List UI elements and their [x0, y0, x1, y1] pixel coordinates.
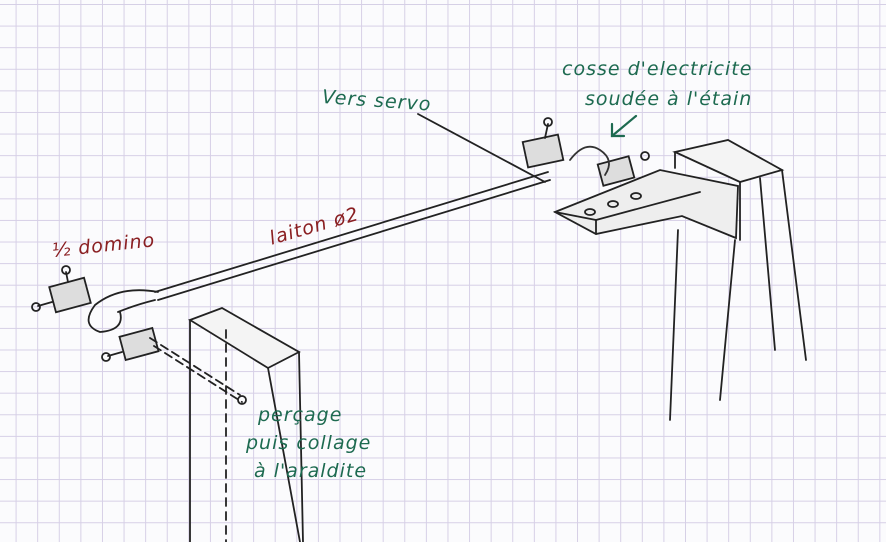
- arrow-icon: [610, 114, 638, 138]
- left-post: [187, 307, 304, 542]
- right-post: [669, 139, 807, 421]
- brass-rod: [87, 171, 551, 333]
- hole: [630, 192, 642, 200]
- label-percage-line3: à l'araldite: [254, 460, 368, 482]
- label-cosse-line1: cosse d'electricite: [562, 58, 753, 80]
- bracket-arm: [552, 169, 739, 240]
- hole: [584, 208, 596, 216]
- label-cosse-line2: soudée à l'étain: [585, 88, 753, 110]
- label-percage-line2: puis collage: [246, 432, 372, 454]
- servo-leader-line: [417, 113, 546, 183]
- hole: [607, 200, 619, 208]
- domino-upper: [521, 117, 650, 187]
- label-percage-line1: perçage: [258, 404, 343, 426]
- domino-lower: [31, 265, 247, 405]
